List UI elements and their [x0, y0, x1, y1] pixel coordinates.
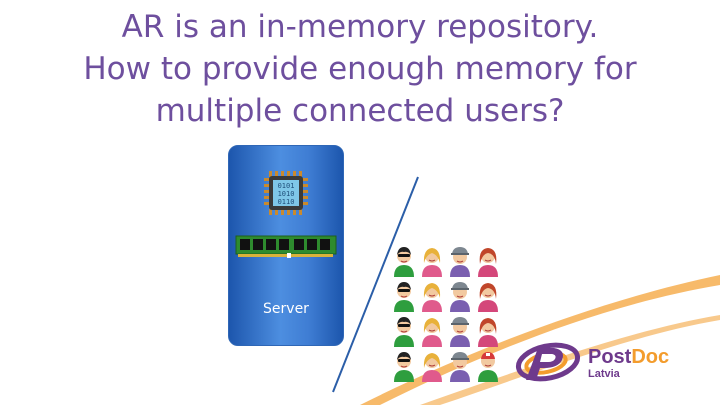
user-avatar-icon — [421, 315, 443, 347]
users-grid — [393, 245, 499, 385]
user-avatar-icon — [449, 245, 471, 277]
user-avatar-icon — [449, 280, 471, 312]
user-avatar-icon — [421, 350, 443, 382]
user-avatar-icon — [477, 280, 499, 312]
user-avatar-icon — [477, 315, 499, 347]
logo-wordmark: PostDoc — [588, 346, 669, 369]
user-avatar-icon — [477, 350, 499, 382]
user-avatar-icon — [393, 315, 415, 347]
postdoc-logo-mark-icon — [508, 340, 582, 386]
logo-subtitle: Latvia — [588, 368, 620, 380]
user-avatar-icon — [393, 350, 415, 382]
user-avatar-icon — [421, 280, 443, 312]
user-avatar-icon — [421, 245, 443, 277]
user-avatar-icon — [477, 245, 499, 277]
user-avatar-icon — [449, 350, 471, 382]
user-avatar-icon — [393, 280, 415, 312]
logo-name-part2: Doc — [631, 346, 669, 368]
logo-name-part1: Post — [588, 346, 631, 368]
postdoc-latvia-logo: PostDoc Latvia — [508, 340, 688, 386]
user-avatar-icon — [393, 245, 415, 277]
user-avatar-icon — [449, 315, 471, 347]
